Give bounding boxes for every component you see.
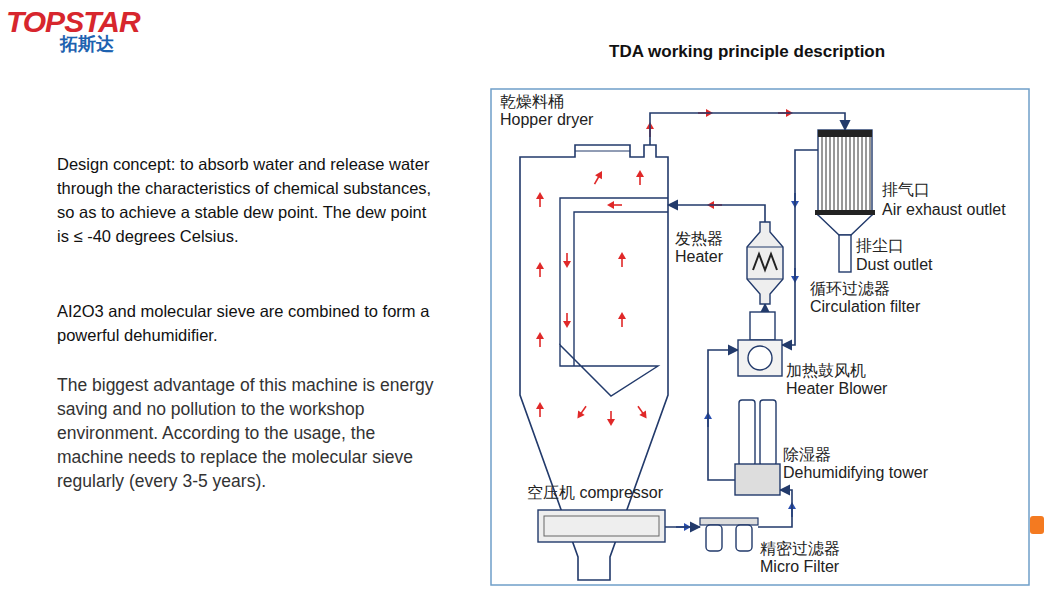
component-label: 乾燥料桶 — [500, 93, 593, 111]
compressor-outline — [538, 510, 665, 542]
heater-blower-outline — [738, 312, 782, 376]
component-label: Heater Blower — [786, 380, 887, 398]
part-label: Air exhaust outlet — [882, 200, 1006, 219]
component-label: 除湿器 — [783, 446, 928, 464]
logo-chinese: 拓斯达 — [60, 33, 114, 55]
description-text: Design concept: to absorb water and rele… — [57, 152, 432, 248]
air-duct — [708, 350, 738, 480]
component-label: Dehumidifying tower — [783, 464, 928, 482]
description-text: AI2O3 and molecular sieve are combined t… — [57, 299, 432, 347]
hopper-inner-pipe — [560, 198, 668, 396]
part-label: Dust outlet — [856, 255, 932, 274]
component-label: 发热器 — [675, 230, 723, 248]
component-label: Micro Filter — [760, 558, 840, 576]
air-duct — [665, 526, 700, 528]
dehumidifying-tower: 除湿器Dehumidifying tower — [735, 400, 780, 495]
component-label: 循环过滤器 — [810, 280, 920, 298]
dehumidifying-tower-outline — [735, 400, 780, 495]
ime-icon — [1030, 516, 1044, 534]
part-label: 排气口 — [882, 180, 930, 199]
part-label: 排尘口 — [856, 236, 904, 255]
description-text: The biggest advantage of this machine is… — [57, 373, 437, 493]
component-label: 精密过滤器 — [760, 540, 840, 558]
air-duct — [764, 304, 766, 312]
diagram-frame — [491, 89, 1029, 585]
component-label: Heater — [675, 248, 723, 266]
heater-outline — [745, 222, 785, 304]
component-label: 加热鼓风机 — [786, 362, 887, 380]
component-label: 空压机 compressor — [527, 484, 663, 502]
component-label: Circulation filter — [810, 298, 920, 316]
compressor: 空压机 compressor — [538, 510, 665, 542]
heater-blower: 加热鼓风机Heater Blower — [738, 312, 782, 376]
heater: 发热器Heater — [745, 222, 785, 304]
micro-filter: 精密过滤器Micro Filter — [700, 512, 758, 552]
air-duct — [650, 113, 845, 145]
air-duct — [782, 150, 818, 345]
air-duct — [668, 205, 765, 222]
micro-filter-outline — [700, 512, 758, 552]
page-title: TDA working principle description — [609, 42, 885, 62]
component-label: Hopper dryer — [500, 111, 593, 129]
